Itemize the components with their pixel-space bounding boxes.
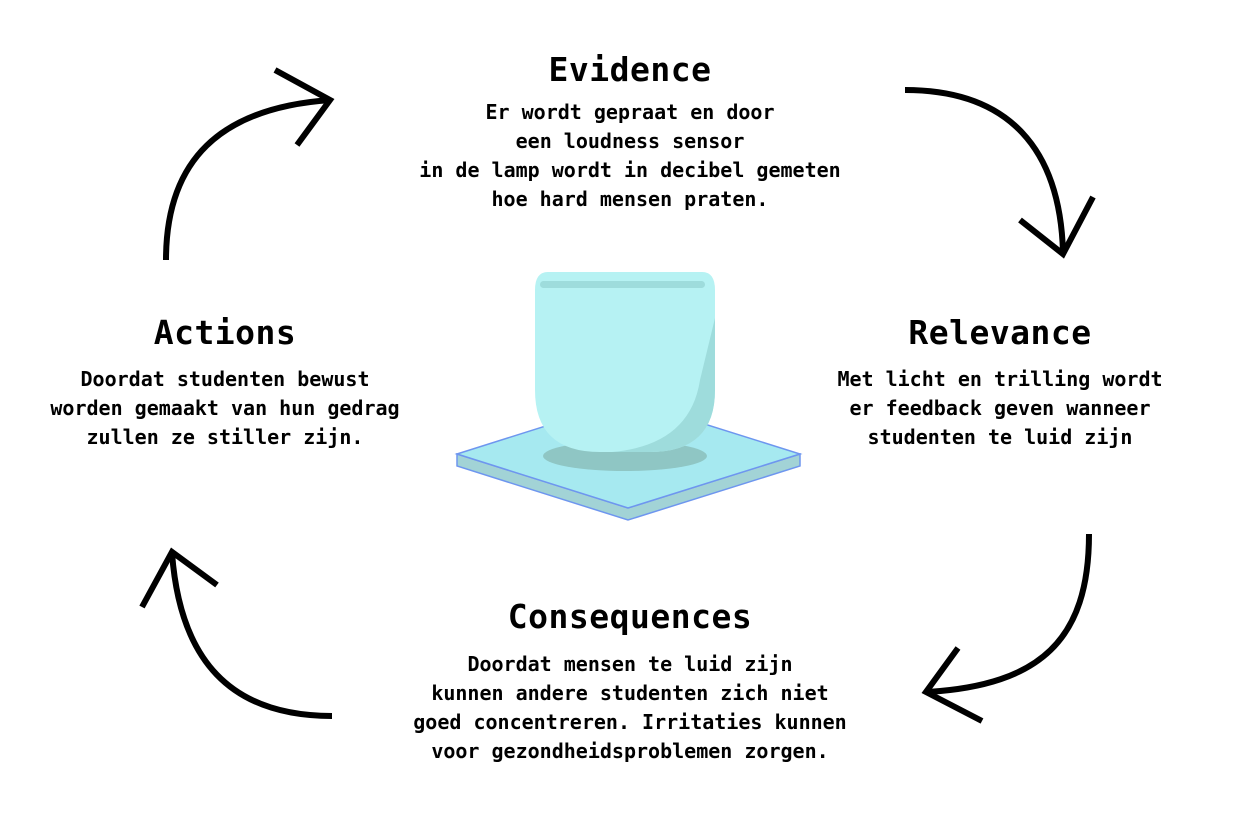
- evidence-section: Evidence Er wordt gepraat en door een lo…: [330, 50, 930, 214]
- consequences-title: Consequences: [507, 597, 753, 636]
- actions-line: zullen ze stiller zijn.: [86, 425, 364, 449]
- lamp-shade: [612, 318, 715, 452]
- arrow-to-actions-icon: [139, 547, 333, 719]
- relevance-line: Met licht en trilling wordt: [837, 367, 1163, 391]
- evidence-line: hoe hard mensen praten.: [491, 187, 769, 211]
- relevance-line: er feedback geven wanneer: [849, 396, 1151, 420]
- arrow-to-consequences-icon: [921, 533, 1092, 724]
- actions-section: Actions Doordat studenten bewust worden …: [10, 313, 440, 452]
- arrow-to-evidence-icon: [163, 67, 335, 261]
- relevance-description: Met licht en trilling wordt er feedback …: [790, 365, 1210, 452]
- consequences-line: voor gezondheidsproblemen zorgen.: [431, 739, 829, 763]
- consequences-line: kunnen andere studenten zich niet: [431, 681, 829, 705]
- evidence-line: in de lamp wordt in decibel gemeten: [419, 158, 841, 182]
- actions-line: worden gemaakt van hun gedrag: [50, 396, 400, 420]
- arrow-to-relevance-icon: [904, 87, 1096, 259]
- relevance-line: studenten te luid zijn: [867, 425, 1133, 449]
- actions-line: Doordat studenten bewust: [80, 367, 370, 391]
- relevance-title: Relevance: [908, 313, 1092, 352]
- consequences-line: goed concentreren. Irritaties kunnen: [413, 710, 847, 734]
- consequences-line: Doordat mensen te luid zijn: [467, 652, 793, 676]
- evidence-line: Er wordt gepraat en door: [485, 100, 775, 124]
- consequences-section: Consequences Doordat mensen te luid zijn…: [330, 597, 930, 766]
- lamp-body: [535, 272, 715, 452]
- lamp-rim: [540, 281, 705, 288]
- consequences-description: Doordat mensen te luid zijn kunnen ander…: [330, 650, 930, 766]
- evidence-line: een loudness sensor: [515, 129, 745, 153]
- relevance-section: Relevance Met licht en trilling wordt er…: [790, 313, 1210, 452]
- evidence-title: Evidence: [548, 50, 712, 89]
- actions-description: Doordat studenten bewust worden gemaakt …: [10, 365, 440, 452]
- lamp-illustration-icon: [454, 272, 803, 521]
- actions-title: Actions: [153, 313, 297, 352]
- evidence-description: Er wordt gepraat en door een loudness se…: [330, 98, 930, 214]
